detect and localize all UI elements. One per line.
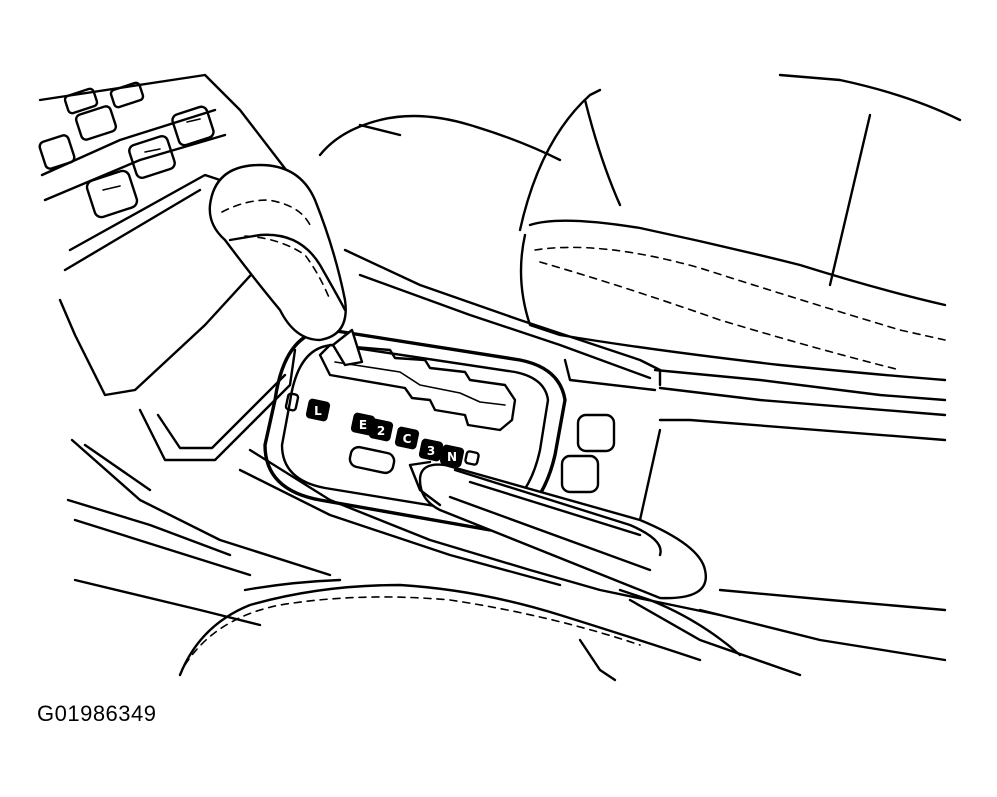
dash-button-1 bbox=[63, 87, 99, 115]
gear-label-e: E bbox=[359, 418, 367, 432]
dash-button-2 bbox=[109, 81, 145, 109]
shift-knob bbox=[208, 163, 347, 342]
indicator-oval bbox=[348, 445, 396, 475]
indicator-tick-right bbox=[464, 450, 480, 466]
gear-indicator-3: 3 bbox=[418, 438, 444, 462]
shift-lever bbox=[208, 163, 364, 367]
switch-lower bbox=[560, 454, 600, 494]
gear-indicator-2: 2 bbox=[368, 418, 394, 442]
gear-label-c: C bbox=[403, 432, 412, 446]
gear-indicator-c: C bbox=[394, 426, 420, 450]
figure-id-label: G01986349 bbox=[37, 701, 157, 726]
gear-label-l: L bbox=[314, 404, 322, 418]
switch-upper bbox=[576, 413, 616, 453]
center-console bbox=[238, 248, 947, 682]
shift-gate-plate bbox=[263, 328, 567, 532]
gear-label-n: N bbox=[447, 450, 457, 464]
console-side-tray bbox=[58, 263, 332, 627]
gear-label-2: 2 bbox=[377, 424, 385, 438]
gear-label-3: 3 bbox=[427, 444, 435, 458]
seat bbox=[318, 73, 962, 382]
dash-button-5 bbox=[171, 105, 215, 147]
indicator-tick bbox=[284, 392, 300, 412]
driver-seat bbox=[178, 578, 742, 677]
console-switches bbox=[560, 413, 616, 494]
dash-button-3 bbox=[74, 105, 118, 141]
dash-button-7 bbox=[85, 169, 139, 219]
gear-indicator-n: N bbox=[439, 444, 465, 468]
gear-indicator-e: E bbox=[350, 412, 376, 436]
gear-indicators: L E 2 C 3 N bbox=[284, 392, 480, 475]
gear-indicator-l: L bbox=[305, 398, 331, 422]
dashboard-buttons bbox=[38, 81, 215, 219]
dash-button-4 bbox=[38, 134, 76, 170]
dash-button-6 bbox=[128, 135, 176, 179]
parking-brake-handle bbox=[408, 460, 708, 600]
